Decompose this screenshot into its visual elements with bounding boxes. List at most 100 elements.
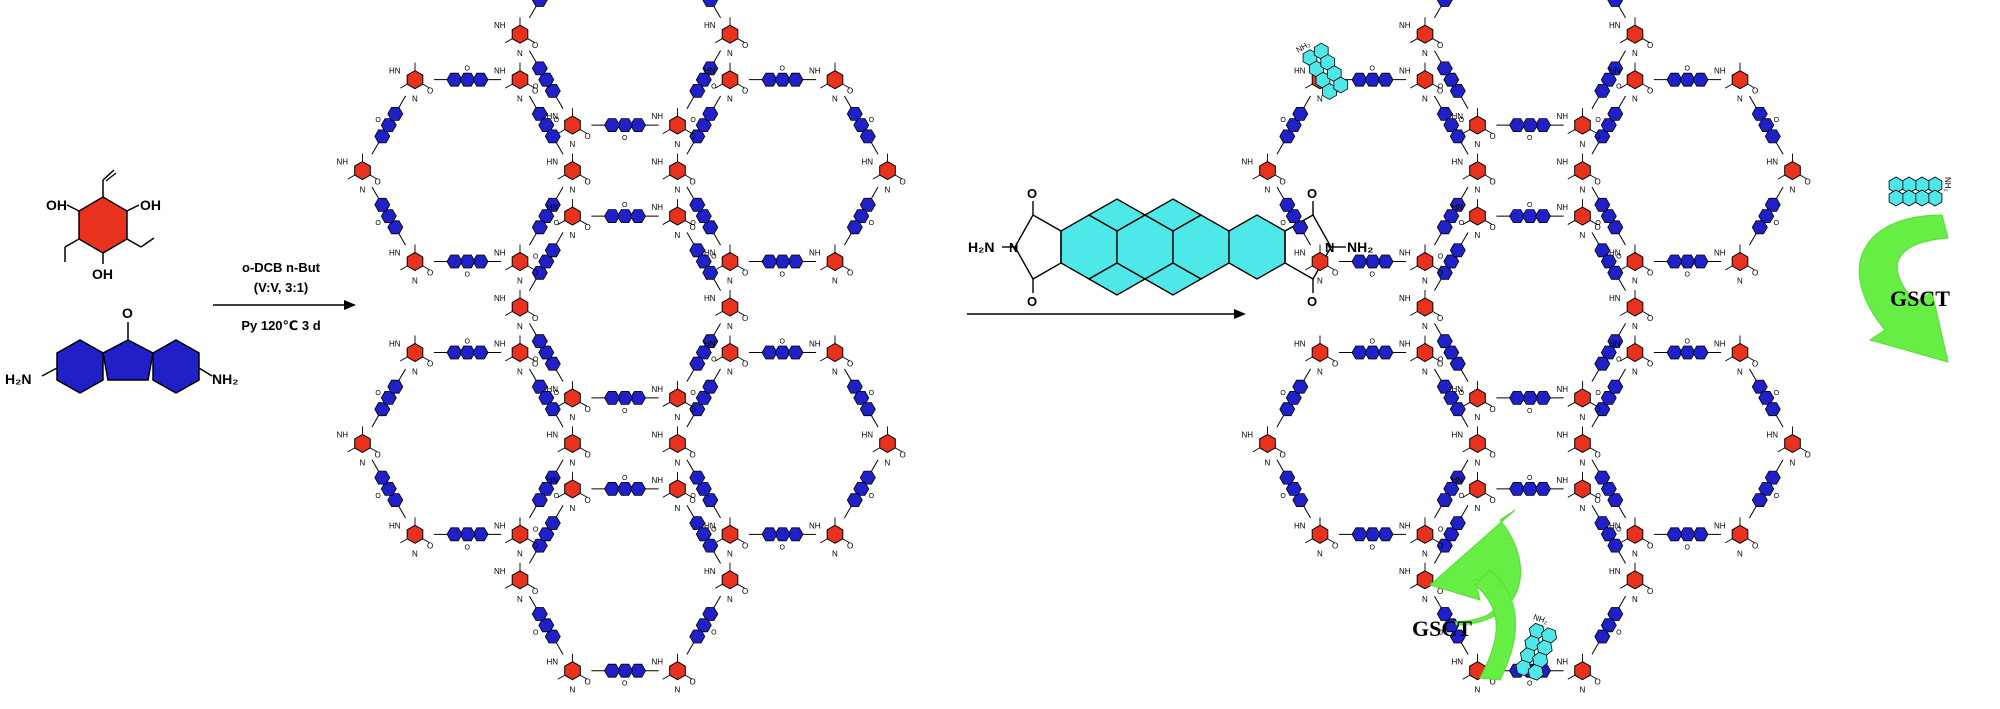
- node-label-o: O: [427, 541, 433, 550]
- node-label-o: O: [742, 359, 748, 368]
- linker-label-o: O: [622, 202, 628, 209]
- framework-linker: O: [686, 50, 721, 110]
- linker-label-o: O: [1438, 356, 1444, 363]
- node-label-hn: NH: [1557, 158, 1569, 167]
- node-label-n: N: [675, 413, 681, 422]
- linker-label-o: O: [1595, 220, 1601, 227]
- aldehyde-benzene-ring: [78, 196, 128, 254]
- framework-linker: O: [1591, 323, 1626, 382]
- node-label-hn: NH: [1557, 203, 1569, 212]
- node-label-hn: NH: [1399, 339, 1411, 348]
- linker-label-o: O: [1685, 66, 1691, 73]
- node-label-o: O: [585, 678, 591, 687]
- node-label-n: N: [675, 504, 681, 513]
- linker-label-o: O: [533, 356, 539, 363]
- node-label-n: N: [832, 277, 838, 286]
- node-label-hn: NH: [652, 203, 664, 212]
- node-label-hn: NH: [494, 339, 506, 348]
- node-label-n: N: [1475, 413, 1481, 422]
- framework-linker: O: [844, 368, 879, 428]
- framework-linker: O: [1338, 527, 1407, 551]
- linker-label-o: O: [1527, 408, 1533, 415]
- linker-label-o: O: [465, 544, 471, 551]
- node-label-o: O: [900, 178, 906, 187]
- linker-label-o: O: [465, 272, 471, 279]
- node-label-o: O: [1647, 269, 1653, 278]
- node-label-hn: HN: [1452, 158, 1464, 167]
- framework-linker: O: [686, 186, 721, 246]
- node-label-o: O: [1490, 405, 1496, 414]
- node-label-n: N: [1475, 186, 1481, 195]
- node-label-n: N: [675, 140, 681, 149]
- amine-five-ring: [102, 339, 154, 381]
- node-label-n: N: [675, 686, 681, 695]
- reaction-arrow-1: o-DCB n-But (V:V, 3:1) Py 120℃ 3 d: [213, 260, 356, 333]
- node-label-o: O: [690, 223, 696, 232]
- node-label-n: N: [727, 95, 733, 104]
- node-label-hn: HN: [1609, 294, 1621, 303]
- linker-label-o: O: [690, 220, 696, 227]
- framework-linker: O: [1496, 202, 1564, 224]
- framework-linker: O: [529, 95, 564, 155]
- node-label-n: N: [1580, 458, 1586, 467]
- pdi-o-1: O: [1027, 186, 1037, 201]
- node-label-hn: HN: [1452, 476, 1464, 485]
- node-label-n: N: [1580, 413, 1586, 422]
- node-label-n: N: [517, 322, 523, 331]
- linker-label-o: O: [1774, 390, 1780, 397]
- node-label-o: O: [532, 87, 538, 96]
- linker-label-o: O: [1595, 493, 1601, 500]
- node-label-hn: HN: [1294, 339, 1306, 348]
- linker-label-o: O: [554, 493, 560, 500]
- node-label-hn: NH: [1557, 658, 1569, 667]
- node-label-n: N: [675, 186, 681, 195]
- framework-linker: O: [1434, 368, 1469, 428]
- linker-label-o: O: [780, 66, 786, 73]
- linker-label-o: O: [533, 254, 539, 261]
- node-label-n: N: [1737, 367, 1743, 376]
- node-label-o: O: [532, 269, 538, 278]
- pdi-o-3: O: [1307, 186, 1317, 201]
- framework-linker: O: [529, 504, 564, 564]
- linker-label-o: O: [1438, 84, 1444, 91]
- node-label-hn: NH: [337, 430, 349, 439]
- framework-linker: O: [1276, 368, 1311, 428]
- framework-linker: O: [1749, 186, 1784, 246]
- node-label-hn: NH: [652, 476, 664, 485]
- framework-linker: O: [748, 254, 817, 279]
- framework-linker: O: [1653, 66, 1722, 87]
- framework-linker: O: [529, 368, 564, 428]
- linker-label-o: O: [869, 220, 875, 227]
- linker-label-o: O: [711, 84, 717, 91]
- framework-linker: O: [529, 232, 564, 291]
- node-label-n: N: [1580, 140, 1586, 149]
- framework-linker: O: [844, 95, 879, 155]
- amine-left-nh2: H₂N: [5, 371, 31, 387]
- node-label-hn: HN: [862, 158, 874, 167]
- node-label-n: N: [1737, 549, 1743, 558]
- node-label-n: N: [570, 413, 576, 422]
- linker-label-o: O: [1280, 390, 1286, 397]
- reaction-arrow-2: [967, 309, 1246, 319]
- amine-left-ring: [56, 339, 104, 394]
- node-label-hn: HN: [704, 67, 716, 76]
- node-label-n: N: [727, 322, 733, 331]
- node-label-o: O: [1805, 178, 1811, 187]
- node-label-o: O: [1332, 541, 1338, 550]
- node-label-o: O: [690, 178, 696, 187]
